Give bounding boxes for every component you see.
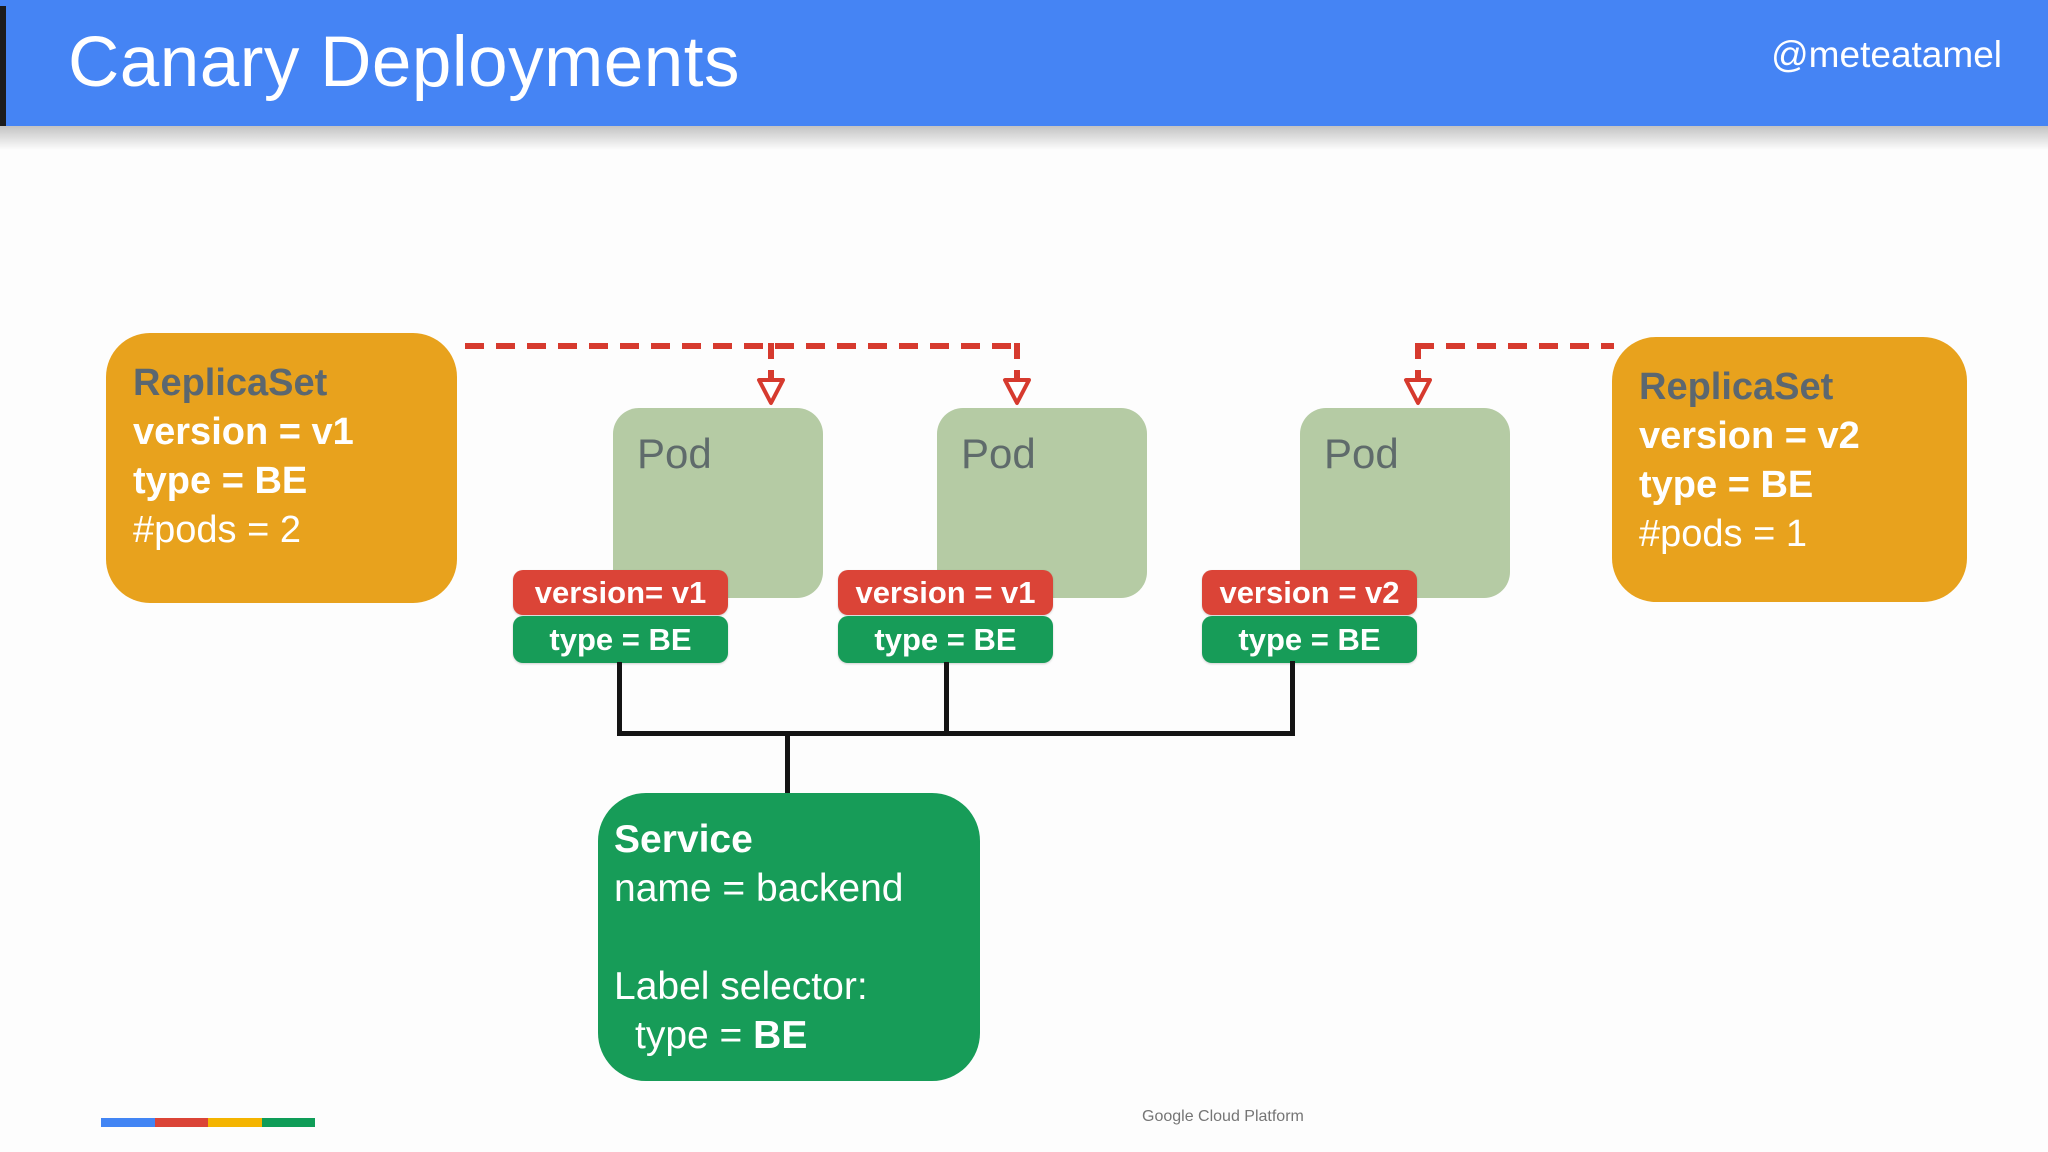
service-box: Service name = backend Label selector: t… <box>598 793 980 1081</box>
google-color-bar <box>101 1118 315 1127</box>
service-spacer <box>614 913 980 962</box>
dashed-drop-pod-2 <box>1014 343 1020 382</box>
replicaset-v1-version: version = v1 <box>133 411 354 453</box>
google-bar-blue <box>101 1118 155 1127</box>
replicaset-v2-box: ReplicaSet version = v2 type = BE #pods … <box>1612 337 1967 602</box>
google-cloud-platform-brand: Google Cloud Platform <box>1142 1108 1304 1125</box>
pod-2-box: Pod <box>937 408 1147 598</box>
replicaset-v2-pods-count: #pods = 1 <box>1639 513 1807 555</box>
service-name-line: name = backend <box>614 867 904 910</box>
service-title: Service <box>614 818 753 861</box>
header-shadow <box>0 126 2048 150</box>
dashed-line-v2-to-pod <box>1415 343 1614 349</box>
google-bar-green <box>261 1118 315 1127</box>
pod-1-label: Pod <box>637 430 712 477</box>
service-selector-heading: Label selector: <box>614 965 868 1008</box>
connector-pod-2-line <box>944 662 949 736</box>
header-bar: Canary Deployments @meteatamel <box>0 0 2048 126</box>
replicaset-v2-type: type = BE <box>1639 464 1814 506</box>
twitter-handle: @meteatamel <box>1771 34 2002 75</box>
service-selector-value: BE <box>753 1014 808 1057</box>
connector-pod-3-line <box>1290 661 1295 736</box>
pod-3-version-label: version = v2 <box>1202 570 1417 615</box>
dashed-arrowhead-icon <box>1404 378 1432 405</box>
google-bar-red <box>154 1118 208 1127</box>
dashed-arrowhead-icon <box>757 378 785 405</box>
pod-3-label: Pod <box>1324 430 1399 477</box>
replicaset-v1-type: type = BE <box>133 460 308 502</box>
connector-horizontal-line <box>617 731 1295 736</box>
page-title: Canary Deployments <box>68 23 740 102</box>
pod-3-box: Pod <box>1300 408 1510 598</box>
google-bar-yellow <box>208 1118 262 1127</box>
service-selector-prefix: type = <box>635 1014 754 1057</box>
header-left-edge <box>0 6 6 126</box>
pod-3-type-label: type = BE <box>1202 616 1417 663</box>
dashed-line-v1-to-pods <box>465 343 1023 349</box>
dashed-drop-pod-3 <box>1415 343 1421 382</box>
pod-2-type-label: type = BE <box>838 616 1053 663</box>
pod-2-version-label: version = v1 <box>838 570 1053 615</box>
pod-2-label: Pod <box>961 430 1036 477</box>
replicaset-v2-version: version = v2 <box>1639 415 1860 457</box>
pod-1-version-label: version= v1 <box>513 570 728 615</box>
connector-service-line <box>785 731 790 795</box>
dashed-arrowhead-icon <box>1003 378 1031 405</box>
dashed-drop-pod-1 <box>768 343 774 382</box>
replicaset-v1-pods-count: #pods = 2 <box>133 509 301 551</box>
pod-1-box: Pod <box>613 408 823 598</box>
replicaset-v1-box: ReplicaSet version = v1 type = BE #pods … <box>106 333 457 603</box>
replicaset-v1-title: ReplicaSet <box>133 362 328 404</box>
service-selector-line: type = BE <box>614 1011 980 1060</box>
connector-pod-1-line <box>617 662 622 736</box>
pod-1-type-label: type = BE <box>513 616 728 663</box>
replicaset-v2-title: ReplicaSet <box>1639 366 1834 408</box>
